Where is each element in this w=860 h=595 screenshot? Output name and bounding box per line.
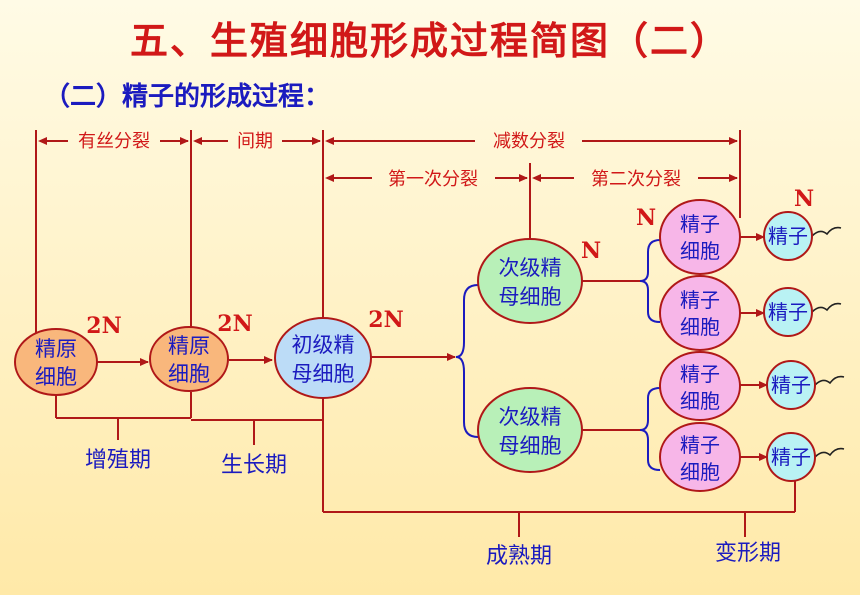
- cell-secondary-spermatocyte-1: 次级精 母细胞: [477, 238, 583, 324]
- cell-label: 精子: [768, 300, 808, 324]
- ploidy-label-spermatogonium-2: 2N: [217, 311, 252, 337]
- cell-primary-spermatocyte: 初级精 母细胞: [274, 317, 372, 399]
- cell-secondary-spermatocyte-2: 次级精 母细胞: [477, 387, 583, 473]
- cell-sperm-1: 精子: [763, 211, 813, 261]
- cell-label: 精子: [768, 224, 808, 248]
- label-meiosis-second-division: 第二次分裂: [591, 169, 681, 190]
- cell-label-line-2: 细胞: [680, 315, 720, 339]
- cell-spermatid-1: 精子 细胞: [659, 199, 741, 275]
- label-proliferation-phase: 增殖期: [85, 448, 151, 473]
- cell-sperm-2: 精子: [763, 287, 813, 337]
- cell-label-line-2: 母细胞: [499, 285, 562, 309]
- cell-label-line-1: 精子: [680, 212, 720, 236]
- label-transformation-phase: 变形期: [715, 541, 781, 566]
- label-meiosis: 减数分裂: [493, 131, 565, 152]
- cell-spermatid-2: 精子 细胞: [659, 275, 741, 351]
- page-title: 五、生殖细胞形成过程简图（二）: [129, 18, 730, 63]
- label-maturation-phase: 成熟期: [486, 544, 552, 569]
- section-subtitle: （二）精子的形成过程：: [44, 82, 331, 112]
- cell-label: 精子: [771, 445, 811, 469]
- cell-spermatid-4: 精子 细胞: [659, 422, 741, 492]
- ploidy-label-spermatid: N: [636, 205, 656, 231]
- label-growth-phase: 生长期: [221, 453, 287, 478]
- ploidy-label-primary: 2N: [368, 307, 403, 333]
- cell-label-line-1: 精子: [680, 288, 720, 312]
- cell-label-line-1: 精子: [680, 362, 720, 386]
- ploidy-label-spermatogonium-1: 2N: [86, 313, 121, 339]
- cell-label-line-2: 细胞: [168, 362, 210, 386]
- cell-label-line-2: 细胞: [680, 239, 720, 263]
- cell-spermatid-3: 精子 细胞: [659, 351, 741, 421]
- label-meiosis-first-division: 第一次分裂: [388, 169, 478, 190]
- cell-label-line-2: 母细胞: [292, 362, 355, 386]
- cell-sperm-4: 精子: [766, 432, 816, 482]
- cell-spermatogonium-1: 精原 细胞: [14, 328, 98, 396]
- cell-label-line-2: 细胞: [680, 460, 720, 484]
- cell-spermatogonium-2: 精原 细胞: [149, 326, 229, 392]
- cell-label-line-2: 细胞: [680, 389, 720, 413]
- sperm-tails: [811, 226, 845, 458]
- cell-label-line-1: 精原: [168, 334, 210, 358]
- cell-label-line-2: 母细胞: [499, 434, 562, 458]
- ploidy-label-sperm: N: [794, 186, 814, 212]
- label-mitosis: 有丝分裂: [78, 131, 150, 152]
- cell-sperm-3: 精子: [766, 360, 816, 410]
- cell-label: 精子: [771, 373, 811, 397]
- cell-label-line-1: 精子: [680, 433, 720, 457]
- cell-label-line-1: 次级精: [499, 256, 562, 280]
- cell-label-line-1: 精原: [35, 337, 77, 361]
- cell-label-line-2: 细胞: [35, 365, 77, 389]
- ploidy-label-secondary: N: [581, 238, 601, 264]
- phase-bracket-lines: [35, 130, 796, 537]
- cell-label-line-1: 次级精: [499, 405, 562, 429]
- brace-lines: [455, 239, 661, 471]
- cell-label-line-1: 初级精: [292, 333, 355, 357]
- label-interphase: 间期: [237, 131, 273, 152]
